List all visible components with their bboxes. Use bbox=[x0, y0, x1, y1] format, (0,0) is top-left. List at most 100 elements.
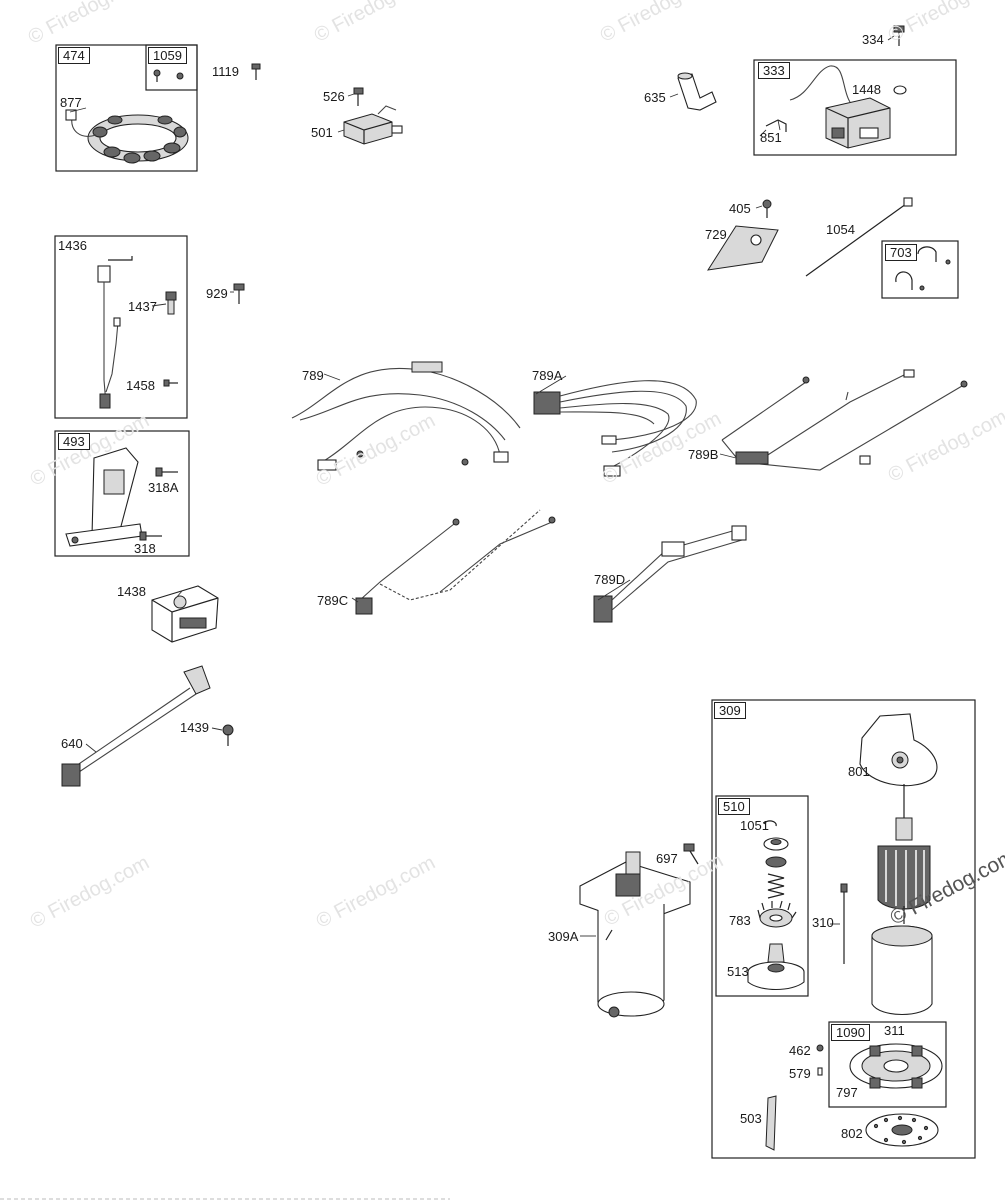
callout-1448[interactable]: 1448 bbox=[852, 82, 881, 97]
callout-526[interactable]: 526 bbox=[323, 89, 345, 104]
callout-802[interactable]: 802 bbox=[841, 1126, 863, 1141]
clip-851-icon bbox=[765, 119, 787, 132]
screw-1458-icon bbox=[163, 379, 178, 387]
callout-703[interactable]: 703 bbox=[885, 244, 917, 261]
bolt-1119-icon bbox=[251, 63, 261, 80]
end-cap-801-icon bbox=[859, 713, 938, 787]
callout-513[interactable]: 513 bbox=[727, 964, 749, 979]
sensor-640-icon bbox=[61, 665, 211, 787]
callout-1439[interactable]: 1439 bbox=[180, 720, 209, 735]
rectifier-501-icon bbox=[343, 105, 403, 145]
callout-334[interactable]: 334 bbox=[862, 32, 884, 47]
group-box-1436 bbox=[54, 235, 188, 419]
bolt-334-icon bbox=[893, 25, 905, 46]
wire-harness-1436-icon bbox=[97, 256, 133, 409]
group-box-309 bbox=[711, 699, 976, 1159]
wire-harness-789B-icon bbox=[721, 369, 968, 471]
screw-405-icon bbox=[762, 199, 772, 218]
callout-1436[interactable]: 1436 bbox=[58, 238, 87, 253]
callout-789B[interactable]: 789B bbox=[688, 447, 719, 462]
callout-640[interactable]: 640 bbox=[61, 736, 83, 751]
group-box-703 bbox=[881, 240, 959, 299]
screw-1439-icon bbox=[222, 724, 234, 746]
callout-783[interactable]: 783 bbox=[729, 913, 751, 928]
cable-tie-1054-icon bbox=[805, 197, 913, 277]
wire-harness-789C-icon bbox=[355, 509, 556, 615]
callout-579[interactable]: 579 bbox=[789, 1066, 811, 1081]
callout-851[interactable]: 851 bbox=[760, 130, 782, 145]
screw-318A-icon bbox=[155, 467, 178, 477]
spring-icon bbox=[767, 873, 785, 899]
spark-plug-boot-635-icon bbox=[677, 72, 717, 111]
bolt-526-icon bbox=[353, 87, 364, 106]
retainer-1051-icon bbox=[763, 820, 777, 827]
screw-929-icon bbox=[233, 283, 245, 304]
housing-icon bbox=[871, 925, 933, 1015]
callout-405[interactable]: 405 bbox=[729, 201, 751, 216]
starter-motor-309A-icon bbox=[579, 851, 691, 1018]
callout-1438[interactable]: 1438 bbox=[117, 584, 146, 599]
callout-729[interactable]: 729 bbox=[705, 227, 727, 242]
callout-309A[interactable]: 309A bbox=[548, 929, 579, 944]
callout-697[interactable]: 697 bbox=[656, 851, 678, 866]
pinion-gear-783-icon bbox=[757, 900, 797, 928]
bolt-1437-icon bbox=[165, 291, 177, 315]
end-cap-802-icon bbox=[865, 1113, 939, 1147]
group-box-493 bbox=[54, 430, 190, 557]
drive-513-icon bbox=[747, 943, 805, 991]
callout-789[interactable]: 789 bbox=[302, 368, 324, 383]
leader-lines bbox=[69, 35, 895, 937]
group-box-1059 bbox=[145, 44, 198, 91]
callout-1458[interactable]: 1458 bbox=[126, 378, 155, 393]
bolt-697-icon bbox=[683, 843, 699, 865]
callout-462[interactable]: 462 bbox=[789, 1043, 811, 1058]
callout-501[interactable]: 501 bbox=[311, 125, 333, 140]
wire-harness-789A-icon bbox=[533, 380, 697, 477]
group-box-474 bbox=[55, 44, 198, 172]
cap-icon bbox=[763, 837, 789, 851]
ignition-coil-333-icon bbox=[789, 65, 891, 149]
bracket-493-icon bbox=[65, 447, 143, 547]
callout-789C[interactable]: 789C bbox=[317, 593, 349, 608]
callout-1051[interactable]: 1051 bbox=[740, 818, 769, 833]
callout-510[interactable]: 510 bbox=[718, 798, 750, 815]
stator-part-icon bbox=[65, 109, 189, 164]
callout-789A[interactable]: 789A bbox=[532, 368, 563, 383]
callout-1054[interactable]: 1054 bbox=[826, 222, 855, 237]
callout-877[interactable]: 877 bbox=[60, 95, 82, 110]
callout-1059[interactable]: 1059 bbox=[148, 47, 187, 64]
clamp-703-icon bbox=[895, 246, 951, 291]
callout-789D[interactable]: 789D bbox=[594, 572, 626, 587]
callout-493[interactable]: 493 bbox=[58, 433, 90, 450]
callout-309[interactable]: 309 bbox=[714, 702, 746, 719]
strap-503-icon bbox=[765, 1095, 777, 1151]
callout-797[interactable]: 797 bbox=[836, 1085, 858, 1100]
spacer-icon bbox=[765, 856, 787, 868]
spring-579-icon bbox=[817, 1067, 823, 1076]
group-box-333 bbox=[753, 59, 957, 156]
callout-1090[interactable]: 1090 bbox=[831, 1024, 870, 1041]
wire-harness-789-icon bbox=[291, 361, 521, 471]
callout-310[interactable]: 310 bbox=[812, 915, 834, 930]
callout-929[interactable]: 929 bbox=[206, 286, 228, 301]
callout-1119[interactable]: 1119 bbox=[212, 64, 239, 79]
callout-503[interactable]: 503 bbox=[740, 1111, 762, 1126]
callout-333[interactable]: 333 bbox=[758, 62, 790, 79]
screw-318-icon bbox=[139, 531, 162, 541]
washer-1448-icon bbox=[893, 85, 907, 95]
thru-bolt-310-icon bbox=[840, 883, 848, 964]
baffle-729-icon bbox=[706, 225, 779, 271]
callout-1437[interactable]: 1437 bbox=[128, 299, 157, 314]
callout-635[interactable]: 635 bbox=[644, 90, 666, 105]
callout-801[interactable]: 801 bbox=[848, 764, 870, 779]
callout-318[interactable]: 318 bbox=[134, 541, 156, 556]
brush-holder-797-icon bbox=[849, 1043, 943, 1089]
callout-474[interactable]: 474 bbox=[58, 47, 90, 64]
callout-318A[interactable]: 318A bbox=[148, 480, 179, 495]
group-box-1090 bbox=[828, 1021, 947, 1108]
wire-harness-789D-icon bbox=[593, 525, 747, 623]
armature-icon bbox=[877, 784, 931, 924]
callout-311[interactable]: 311 bbox=[884, 1023, 905, 1038]
